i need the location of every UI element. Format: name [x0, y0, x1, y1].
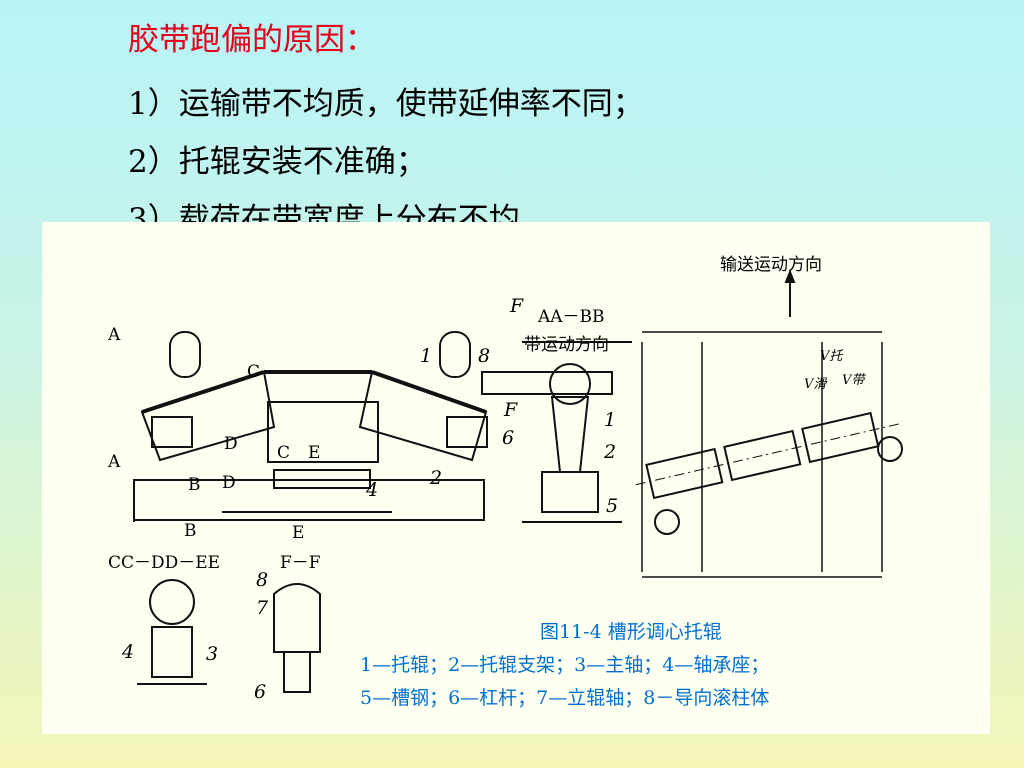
section-b-top: B	[188, 475, 201, 495]
num-3-detail: 3	[206, 643, 218, 665]
section-d-bottom: D	[222, 473, 236, 493]
v-label-hua: V滑	[804, 377, 828, 392]
num-8-detail: 8	[256, 569, 268, 591]
num-6-detail: 6	[254, 681, 266, 703]
num-4-detail: 4	[121, 641, 134, 663]
direction-label: 输送运动方向	[720, 255, 822, 275]
guide-roller-left	[169, 331, 201, 378]
figure-panel: 输送运动方向 AA－BB 带运动方向 CC－DD－EE F－F A A B B …	[42, 222, 990, 734]
v-label-dai: V带	[842, 373, 866, 388]
num-5-side: 5	[606, 495, 618, 517]
side-roller	[549, 363, 591, 405]
num-2-main: 2	[429, 467, 442, 489]
section-e-bottom: E	[292, 523, 304, 543]
section-c-top: C	[247, 362, 260, 382]
belt-direction-label: 带运动方向	[524, 335, 609, 355]
ff-detail-body	[273, 583, 321, 653]
num-6-main: 6	[502, 427, 514, 449]
caption-line-1: 1—托辊；2—托辊支架；3—主轴；4—轴承座；	[360, 654, 770, 676]
caption-line-2: 5—槽钢；6—杠杆；7—立辊轴；8－导向滚柱体	[360, 687, 770, 709]
num-1-side: 1	[604, 409, 616, 431]
section-a-top: A	[107, 325, 121, 345]
reason-line-1: 1）运输带不均质，使带延伸率不同；	[128, 86, 644, 122]
idler-diagram: 输送运动方向 AA－BB 带运动方向 CC－DD－EE F－F A A B B …	[107, 255, 903, 703]
num-2-side: 2	[603, 441, 616, 463]
ccddee-label: CC－DD－EE	[108, 553, 220, 573]
num-7-detail: 7	[256, 597, 269, 619]
section-e-mid: E	[308, 443, 320, 463]
section-a-bottom: A	[107, 452, 121, 472]
v-label-tuo: V托	[820, 349, 844, 364]
section-f-mid: F	[503, 399, 518, 421]
cc-detail-circle	[149, 579, 195, 625]
num-8-main: 8	[478, 345, 490, 367]
slide-title: 胶带跑偏的原因：	[128, 22, 376, 58]
ff-label: F－F	[280, 553, 321, 573]
section-c-mid: C	[277, 443, 290, 463]
reason-line-2: 2）托辊安装不准确；	[128, 144, 427, 180]
aabb-label: AA－BB	[537, 307, 605, 327]
num-1-main: 1	[420, 345, 432, 367]
section-d-top: D	[224, 434, 238, 454]
section-b-bottom: B	[184, 521, 197, 541]
caption-title: 图11-4 槽形调心托辊	[540, 621, 722, 643]
num-4-main: 4	[365, 479, 378, 501]
section-f-top: F	[509, 295, 524, 317]
guide-roller-right	[439, 331, 471, 378]
